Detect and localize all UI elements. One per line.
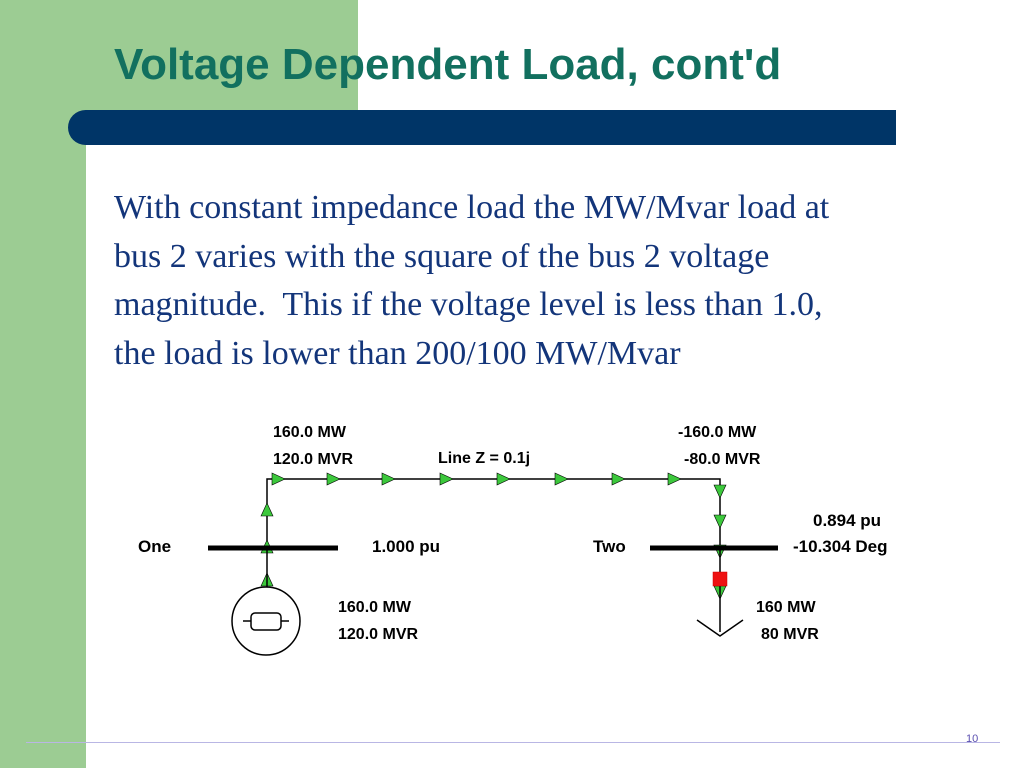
line-from-mw: 160.0 MW [273,424,347,441]
generator-mw: 160.0 MW [338,599,412,616]
flow-arrow [713,514,727,529]
flow-arrow [260,502,274,517]
generator-mvr: 120.0 MVR [338,626,418,643]
line-to-mw: -160.0 MW [678,424,757,441]
line-to-mvr: -80.0 MVR [684,451,761,468]
generator-icon [231,586,301,656]
flow-arrow [496,472,511,486]
flow-arrow [326,472,341,486]
title-green-block [86,0,358,124]
body-line: bus 2 varies with the square of the bus … [114,237,770,275]
transmission-line [266,478,721,548]
body-line: magnitude. This if the voltage level is … [114,286,823,323]
slide-title: Voltage Dependent Load, cont'd [114,40,782,89]
bus-two-voltage: 0.894 pu [813,511,881,530]
line-from-mvr: 120.0 MVR [273,451,353,468]
flow-arrow [667,472,682,486]
flow-arrow [713,484,727,499]
footer-rule [26,742,1000,743]
bus-two-angle: -10.304 Deg [793,537,888,556]
load-mw: 160 MW [756,599,816,616]
bus-one-name: One [138,537,171,556]
line-flow-arrows [260,472,727,600]
flow-arrow [554,472,569,486]
body-line: With constant impedance load the MW/Mvar… [114,189,830,226]
load-mvr: 80 MVR [761,626,819,643]
title-underline-bar [68,110,896,145]
flow-arrow [381,472,396,486]
bus-one-voltage: 1.000 pu [372,537,440,556]
body-line: the load is lower than 200/100 MW/Mvar [114,334,681,372]
load-arrow-icon [696,619,744,637]
flow-arrow [439,472,454,486]
line-impedance-label: Line Z = 0.1j [438,450,530,467]
flow-arrow [271,472,286,486]
slide-body-text: With constant impedance load the MW/Mvar… [114,184,974,378]
breaker-icon [712,571,728,587]
page-number: 10 [966,733,979,745]
flow-arrow [611,472,626,486]
bus-two-name: Two [593,537,626,556]
